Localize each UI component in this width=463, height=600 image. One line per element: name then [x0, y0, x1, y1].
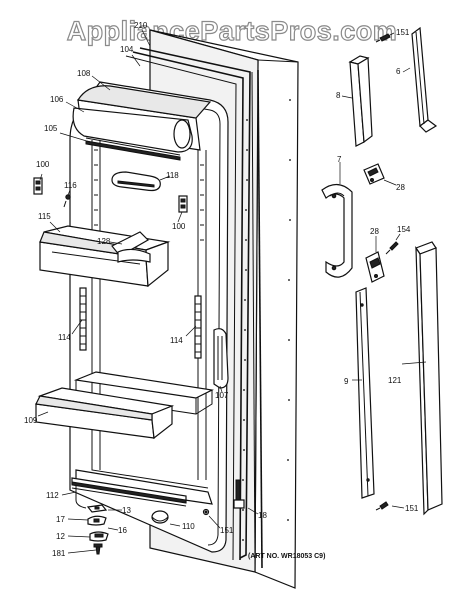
callout-105: 105: [44, 124, 58, 133]
dairy-handle-insert: [111, 171, 161, 192]
closure-cam-110: [151, 510, 169, 524]
callout-13: 13: [122, 506, 131, 515]
callout-106: 106: [50, 95, 64, 104]
callout-116: 116: [64, 181, 77, 190]
callout-7: 7: [337, 155, 342, 164]
callout-6: 6: [396, 67, 401, 76]
callout-labels: 210 104 108 106 105 100 116 115 118 100 …: [24, 21, 419, 558]
art-number: (ART NO. WR18053 C9): [248, 553, 325, 560]
callout-118: 118: [166, 171, 179, 180]
screw-151-bottom: [202, 508, 210, 516]
door-handle-7: [321, 183, 353, 278]
screw-151-top: [375, 33, 391, 43]
trim-strip-6: [411, 26, 438, 133]
handle-bracket-28-upper: [363, 163, 385, 185]
callout-151-bottom: 151: [220, 526, 234, 535]
callout-114-right: 114: [170, 336, 183, 345]
hinge-parts-stack: [86, 504, 109, 555]
callout-181: 181: [52, 549, 66, 558]
dairy-compartment: [72, 85, 212, 156]
callout-17: 17: [56, 515, 65, 524]
upper-door-bin: [39, 225, 171, 288]
callout-100-right: 100: [172, 222, 186, 231]
screw-154: [385, 241, 399, 255]
shelf-support-left: [33, 177, 43, 195]
gasket-bead-dots: [242, 99, 291, 541]
callout-18: 18: [258, 511, 267, 520]
callout-100-left: 100: [36, 160, 50, 169]
callout-154: 154: [397, 225, 411, 234]
door-gasket: [125, 47, 291, 569]
rail-insert-107: [213, 328, 229, 389]
long-trim-121: [415, 241, 443, 516]
bin-divider: [111, 231, 149, 257]
bottom-trim-112: [71, 477, 187, 507]
callout-107: 107: [215, 391, 229, 400]
screw-151-lower-right: [375, 501, 389, 511]
shelf-support-right: [178, 195, 188, 213]
watermark-text: AppliancePartsPros.com: [67, 16, 398, 46]
callout-151-top: 151: [396, 28, 410, 37]
callout-108: 108: [77, 69, 91, 78]
callout-8: 8: [336, 91, 341, 100]
handle-bracket-28-lower: [365, 251, 385, 283]
callout-121: 121: [388, 376, 402, 385]
callout-151-lower-right: 151: [405, 504, 419, 513]
callout-114-left: 114: [58, 333, 71, 342]
callout-210: 210: [134, 21, 148, 30]
door-liner: [69, 81, 229, 553]
leader-lines: [37, 29, 427, 554]
callout-16: 16: [118, 526, 127, 535]
shelf-rail-left: [79, 287, 87, 351]
callout-28-lower: 28: [370, 227, 379, 236]
callout-115: 115: [38, 212, 51, 221]
handle-trim-9: [355, 287, 375, 499]
callout-9: 9: [344, 377, 349, 386]
callout-109: 109: [24, 416, 38, 425]
lower-hinge-hardware: [233, 479, 245, 509]
lower-door-bin: [35, 387, 175, 440]
handle-trim-8: [348, 55, 373, 147]
screw-116: [63, 194, 71, 208]
callout-112: 112: [46, 491, 59, 500]
shelf-rail-right: [194, 295, 202, 359]
callout-12: 12: [56, 532, 65, 541]
callout-28-upper: 28: [396, 183, 405, 192]
dairy-rail: [85, 140, 181, 161]
callout-128-bin: 128: [97, 237, 111, 246]
callout-104: 104: [120, 45, 134, 54]
callout-110: 110: [182, 522, 195, 531]
